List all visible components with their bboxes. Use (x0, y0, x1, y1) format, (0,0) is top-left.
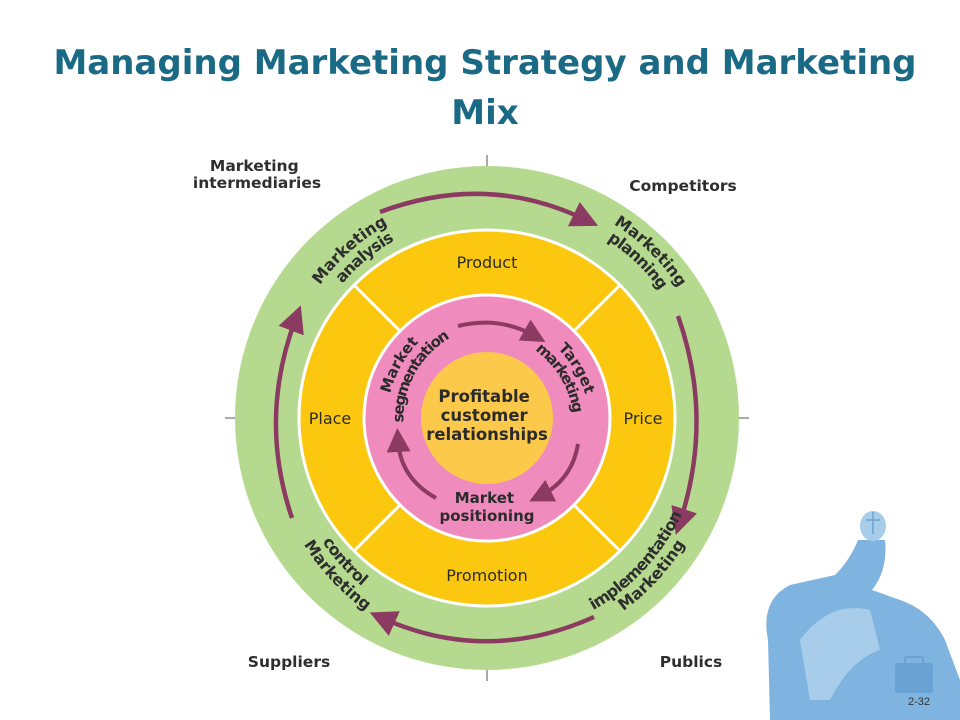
label-product: Product (457, 253, 518, 272)
arrow-control-to-analysis (273, 305, 304, 519)
core-circle (421, 352, 553, 484)
arrow-analysis-to-planning (379, 191, 599, 227)
label-publics: Publics (660, 653, 723, 671)
label-suppliers: Suppliers (248, 653, 330, 671)
slide-title: Managing Marketing Strategy and Marketin… (53, 43, 917, 133)
label-market-positioning: Market positioning (440, 489, 535, 525)
axis-ticks (225, 155, 749, 681)
label-competitors: Competitors (629, 177, 736, 195)
arrow-targeting-to-positioning (529, 443, 580, 502)
page-number: 2-32 (907, 696, 930, 708)
arrow-positioning-to-segmentation (386, 428, 437, 500)
label-promotion: Promotion (446, 566, 527, 585)
thinker-figure-illustration (766, 511, 960, 720)
label-price: Price (623, 409, 662, 428)
inner-arrows (386, 319, 580, 502)
arrow-segmentation-to-targeting (457, 319, 546, 342)
label-core: Profitable customer relationships (426, 387, 548, 444)
outer-arrows (273, 191, 699, 644)
label-marketing-intermediaries: Marketing intermediaries (193, 157, 321, 192)
arrow-implementation-to-control (369, 611, 595, 644)
label-place: Place (309, 409, 352, 428)
arrow-planning-to-implementation (671, 315, 699, 535)
